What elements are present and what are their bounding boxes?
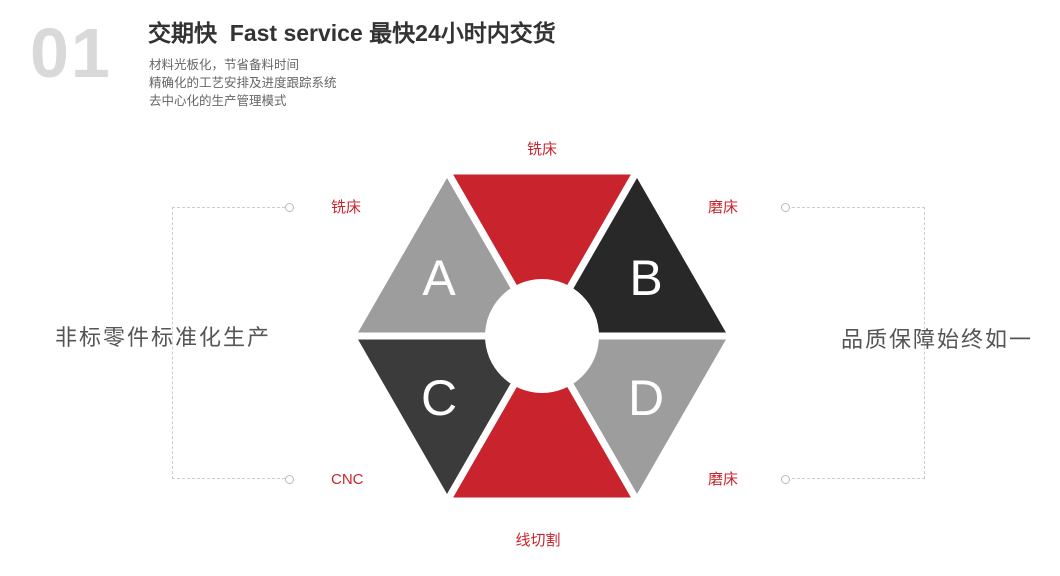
label-bottom: 线切割 [515,532,561,549]
hexagon-diagram: A B C D [348,167,736,505]
segment-letter-a: A [422,250,456,306]
bullet-line: 去中心化的生产管理模式 [149,94,287,108]
label-upper-left: 铣床 [331,199,362,216]
bullet-list: 材料光板化，节省备料时间 精确化的工艺安排及进度跟踪系统 去中心化的生产管理模式 [149,56,337,110]
segment-letter-c: C [421,370,457,426]
connector-dot-lower-left [285,475,294,484]
connector-dot-upper-left [285,203,294,212]
bullet-line: 材料光板化，节省备料时间 [149,58,300,72]
segment-upper-left [348,167,546,340]
label-lower-right: 磨床 [708,471,739,488]
connector-dot-upper-right [781,203,790,212]
label-lower-left: CNC [331,471,364,488]
left-side-text: 非标零件标准化生产 [55,325,272,350]
connector-left-bracket [172,207,290,479]
label-upper-right: 磨床 [708,199,739,216]
section-title: 交期快 Fast service 最快24小时内交货 [148,20,556,46]
label-top: 铣床 [526,141,557,158]
section-number: 01 [30,14,112,92]
connector-dot-lower-right [781,475,790,484]
right-side-text: 品质保障始终如一 [841,327,1034,352]
center-circle [485,279,599,393]
connector-right-bracket [792,207,925,479]
bullet-line: 精确化的工艺安排及进度跟踪系统 [149,76,337,90]
segment-letter-b: B [629,250,662,306]
segment-letter-d: D [628,370,664,426]
